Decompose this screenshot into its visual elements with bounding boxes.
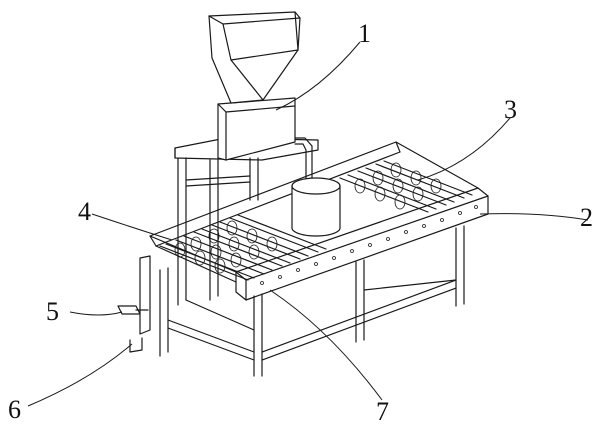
- hopper: [208, 11, 301, 104]
- hopper-stand: [174, 137, 319, 306]
- callout-6: 6: [8, 395, 21, 424]
- container-drum: [291, 177, 341, 237]
- support-frame: [159, 225, 465, 377]
- callout-2: 2: [580, 203, 593, 232]
- callout-1: 1: [358, 19, 371, 48]
- callout-5: 5: [46, 297, 59, 326]
- callout-7: 7: [376, 397, 389, 426]
- leader-lines: [27, 41, 589, 407]
- crank-assembly: [117, 255, 151, 353]
- callout-4: 4: [78, 197, 91, 226]
- dosing-box: [217, 97, 313, 179]
- callout-3: 3: [504, 95, 517, 124]
